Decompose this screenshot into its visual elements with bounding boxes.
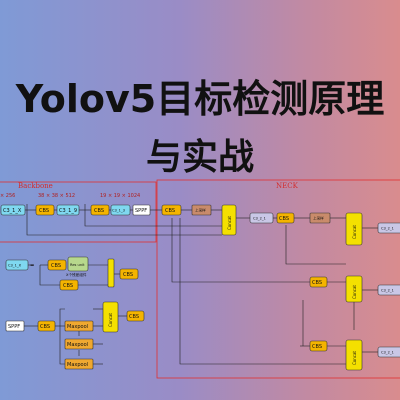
svg-text:Concat: Concat bbox=[227, 216, 232, 230]
svg-text:SPPF: SPPF bbox=[135, 208, 147, 214]
svg-text:Concat: Concat bbox=[352, 285, 357, 299]
svg-text:C3_2_1: C3_2_1 bbox=[381, 351, 394, 355]
upsample-node-2: 上采样 bbox=[309, 212, 331, 224]
title-line-1: Yolov5目标检测原理 bbox=[15, 77, 385, 121]
equals-sign: = bbox=[30, 263, 34, 269]
cbs-node-neck-4: CBS bbox=[309, 340, 328, 352]
dim-label-3: 19 × 19 × 1024 bbox=[100, 193, 140, 199]
svg-text:CBS: CBS bbox=[129, 314, 139, 320]
dim-label-2: 38 × 38 × 512 bbox=[38, 193, 75, 199]
svg-text:C3_1_9: C3_1_9 bbox=[59, 208, 77, 214]
concat-legend-2: Concat bbox=[102, 301, 119, 333]
concat-node-2: Concat bbox=[345, 212, 363, 246]
svg-text:CBS: CBS bbox=[312, 344, 322, 350]
cbs-node-neck-2: CBS bbox=[276, 212, 295, 224]
svg-text:Res unit: Res unit bbox=[70, 263, 85, 267]
cbs-legend-5: CBS bbox=[126, 310, 145, 322]
maxpool-node-2: Maxpool bbox=[64, 338, 94, 350]
concat-node-3: Concat bbox=[345, 275, 363, 303]
svg-text:C3_2_1: C3_2_1 bbox=[381, 227, 394, 231]
cbs-legend-1: CBS bbox=[47, 259, 67, 271]
svg-text:Concat: Concat bbox=[352, 225, 357, 239]
c3-1-9-node: C3_1_9 bbox=[56, 204, 80, 216]
concat-node-4: Concat bbox=[345, 339, 363, 371]
svg-text:CBS: CBS bbox=[279, 216, 289, 222]
svg-text:Maxpool: Maxpool bbox=[67, 324, 88, 330]
concat-node-1: Concat bbox=[221, 204, 237, 236]
connection-wires bbox=[24, 204, 378, 365]
svg-text:C3_1_X: C3_1_X bbox=[3, 208, 22, 214]
svg-text:CBS: CBS bbox=[312, 280, 322, 286]
svg-text:CBS: CBS bbox=[123, 272, 133, 278]
cbs-node-2: CBS bbox=[90, 204, 110, 216]
svg-text:CBS: CBS bbox=[51, 263, 61, 269]
c3-2-1-node-1: C3_2_1 bbox=[249, 212, 274, 224]
sppf-node: SPPF bbox=[132, 204, 151, 216]
concat-legend-1 bbox=[107, 258, 115, 288]
c3-2-1-node-4: C3_2_1 bbox=[377, 346, 400, 358]
svg-text:CBS: CBS bbox=[39, 208, 49, 214]
neck-label: NECK bbox=[276, 182, 299, 190]
svg-text:Maxpool: Maxpool bbox=[67, 342, 88, 348]
svg-text:上采样: 上采样 bbox=[313, 216, 324, 221]
backbone-label: Backbone bbox=[18, 182, 53, 190]
x-units-label: X个残差组件 bbox=[66, 272, 87, 277]
svg-text:Concat: Concat bbox=[108, 313, 113, 327]
cbs-legend-3: CBS bbox=[59, 279, 79, 291]
c3-1-3-node: C3_1_3 bbox=[110, 204, 131, 216]
upsample-node-1: 上采样 bbox=[191, 204, 212, 216]
svg-text:C3_1_3: C3_1_3 bbox=[112, 209, 125, 213]
c3-2-1-node-2: C3_2_1 bbox=[377, 222, 400, 234]
svg-text:CBS: CBS bbox=[165, 208, 175, 214]
neck-region bbox=[156, 179, 400, 379]
c3-1-x-node-top: C3_1_X bbox=[0, 204, 26, 216]
svg-text:CBS: CBS bbox=[63, 283, 73, 289]
svg-text:C3_1_X: C3_1_X bbox=[8, 264, 22, 268]
maxpool-node-1: Maxpool bbox=[64, 320, 94, 332]
maxpool-node-3: Maxpool bbox=[64, 358, 94, 370]
sppf-legend-node: SPPF bbox=[5, 320, 25, 332]
svg-text:CBS: CBS bbox=[94, 208, 104, 214]
svg-text:C3_2_1: C3_2_1 bbox=[381, 289, 394, 293]
dim-label-1: × 256 bbox=[0, 193, 15, 199]
res-unit-node: Res unit bbox=[67, 256, 89, 272]
svg-text:上采样: 上采样 bbox=[195, 208, 206, 213]
cbs-node-1: CBS bbox=[35, 204, 55, 216]
cbs-legend-2: CBS bbox=[119, 268, 139, 280]
svg-text:Concat: Concat bbox=[352, 351, 357, 365]
svg-text:C3_2_1: C3_2_1 bbox=[253, 217, 266, 221]
cbs-node-neck-3: CBS bbox=[309, 276, 328, 288]
c3-1-x-legend-node: C3_1_X bbox=[5, 259, 29, 271]
svg-text:Maxpool: Maxpool bbox=[67, 362, 88, 368]
svg-text:SPPF: SPPF bbox=[8, 324, 20, 330]
c3-2-1-node-3: C3_2_1 bbox=[377, 284, 400, 296]
cbs-legend-4: CBS bbox=[37, 320, 56, 332]
cbs-node-neck-1: CBS bbox=[161, 204, 182, 216]
backbone-region bbox=[0, 181, 157, 243]
title-line-2: 与实战 bbox=[145, 137, 254, 178]
svg-text:CBS: CBS bbox=[40, 324, 50, 330]
